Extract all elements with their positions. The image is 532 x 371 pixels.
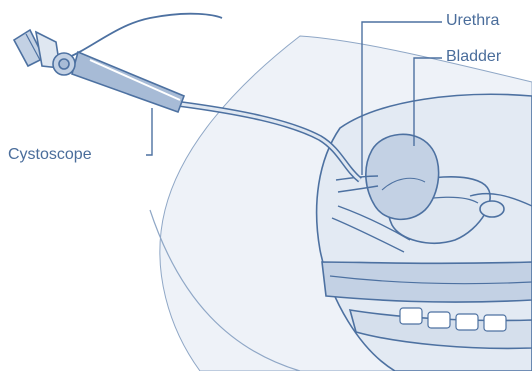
cystoscope-leader-line: [146, 108, 152, 155]
urethra-label: Urethra: [446, 13, 499, 29]
cystoscope-label: Cystoscope: [8, 147, 92, 163]
bladder-label: Bladder: [446, 49, 501, 65]
